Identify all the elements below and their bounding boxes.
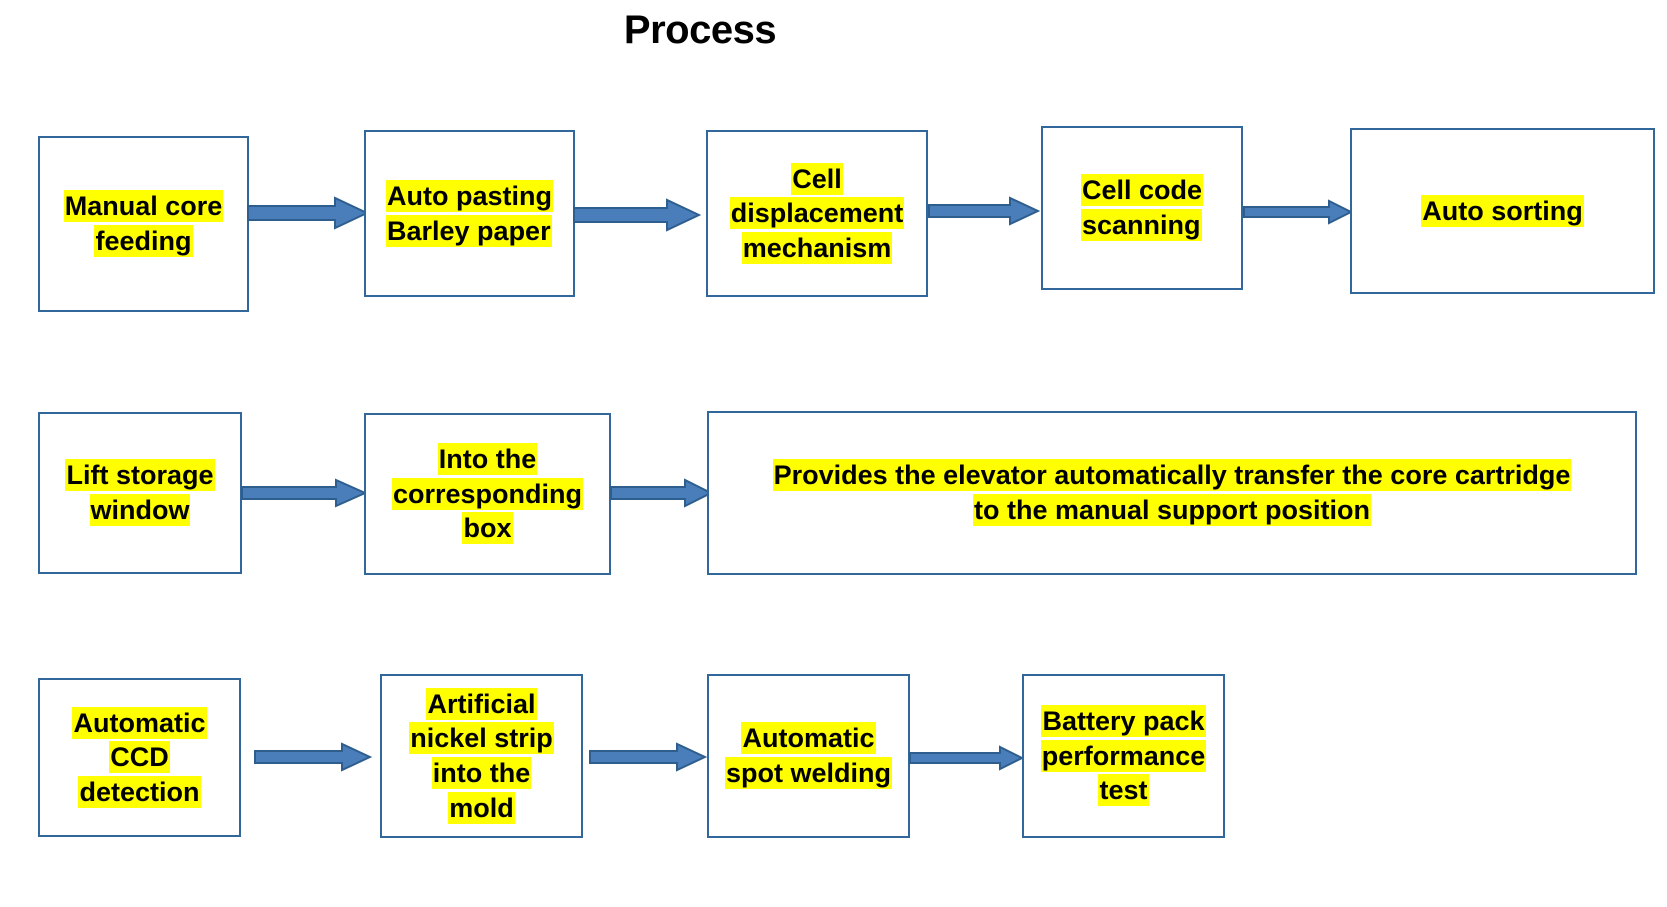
flow-arrow-1-2 xyxy=(573,198,701,232)
flow-arrow-1-3 xyxy=(928,196,1040,226)
flow-arrow-2-1 xyxy=(241,478,367,508)
flow-arrow-3-3 xyxy=(909,745,1024,771)
flow-arrow-1-1 xyxy=(247,196,369,230)
flow-arrow-3-1 xyxy=(254,742,372,772)
page-title: Process xyxy=(623,8,777,52)
node-label: Auto sorting xyxy=(1421,194,1584,227)
process-node-provides-elevator-transfer[interactable]: Provides the elevator automatically tran… xyxy=(707,411,1637,575)
process-node-auto-sorting[interactable]: Auto sorting xyxy=(1350,128,1655,294)
flow-arrow-2-2 xyxy=(610,478,713,508)
node-label: Provides the elevator automatically tran… xyxy=(772,459,1572,526)
flow-arrow-3-2 xyxy=(589,742,707,772)
flow-arrow-1-4 xyxy=(1243,199,1353,225)
